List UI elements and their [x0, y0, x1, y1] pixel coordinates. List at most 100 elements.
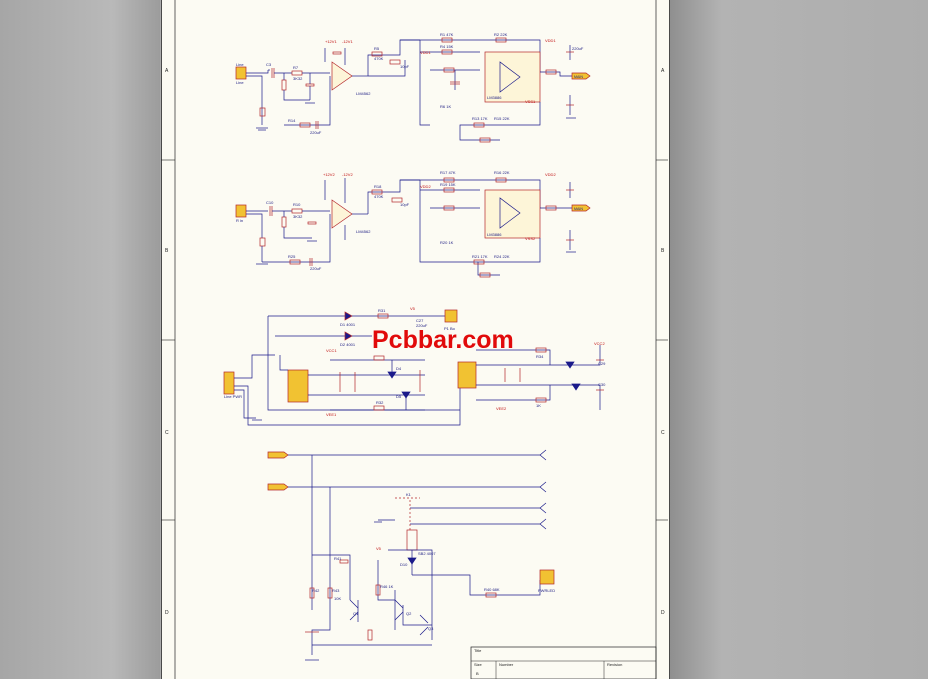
control-relay-circuit[interactable] [267, 449, 555, 661]
zone-left-d: D [165, 610, 169, 616]
psu-c27-val: 220uF [416, 323, 428, 328]
psu-r34: R34 [536, 354, 544, 359]
net-label-v5-ctl: V5 [376, 546, 382, 551]
part-ch1-cap-val: 220uF [572, 46, 584, 51]
watermark: Pcbbar.com [372, 326, 514, 354]
ctl-sb2: SB2 4007 [418, 551, 436, 556]
schematic-labels: Line Line R in Line PWR P1 Bo PWRLED MAI… [224, 32, 606, 631]
title-block-revision: Revision [607, 662, 622, 667]
part2-r21: R21 17K [472, 254, 488, 259]
ic-label-u4: LM3886 [487, 232, 502, 237]
zone-right-c: C [661, 430, 665, 436]
net-label-vdd1-top: VDD1 [545, 38, 556, 43]
port-label-p4: P1 Bo [444, 326, 456, 331]
ic-label-q3: Q3 [428, 626, 434, 631]
channel-1-circuit[interactable] [235, 37, 591, 143]
zone-left-b: B [165, 248, 169, 254]
zone-right-d: D [661, 610, 665, 616]
part-r5-val: 470K [374, 56, 384, 61]
part2-r10: R10 [293, 202, 301, 207]
port-label-out2: MAIN [574, 207, 583, 211]
ctl-r46: R46 1K [380, 584, 394, 589]
psu-c27: C27 [416, 318, 424, 323]
window-background-right [670, 0, 928, 679]
port-label-p5: PWRLED [538, 588, 555, 593]
net-label-vss1: VSS1 [525, 99, 536, 104]
part2-r20: R20 1K [440, 240, 454, 245]
part2-c22-val: 220uF [310, 266, 322, 271]
psu-r31: R31 [378, 308, 386, 313]
ctl-r40: R40 68K [484, 587, 500, 592]
ctl-r42: R42 [312, 588, 320, 593]
title-block-title: Title [474, 648, 482, 653]
net-label-m12v1: -12V1 [342, 39, 353, 44]
part2-r25: R25 [288, 254, 296, 259]
title-block-size-value: B [476, 671, 479, 676]
net-label-p12v1: +12V1 [325, 39, 337, 44]
part-r15: R15 22K [494, 116, 510, 121]
part2-r10-val: 3K32 [293, 214, 303, 219]
ic-label-u3: LM3886 [487, 95, 502, 100]
ic-label-q2: Q2 [406, 611, 412, 616]
title-block-size: Size [474, 662, 483, 667]
part-r13: R13 17K [472, 116, 488, 121]
net-label-vee1: VEE1 [326, 412, 337, 417]
part2-r19: R19 15K [440, 182, 456, 187]
zone-left-c: C [165, 430, 169, 436]
port-label-p1-line: Line [236, 80, 244, 85]
net-label-vcc2: VCC2 [594, 341, 605, 346]
psu-d2: D2 4001 [340, 342, 356, 347]
part2-r18: R18 [374, 184, 382, 189]
net-label-vss2: VSS2 [525, 236, 536, 241]
ic-label-u1: LM4562 [356, 91, 371, 96]
ic-label-q1: Q1 [353, 611, 359, 616]
net-label-v5: V5 [410, 306, 416, 311]
part2-r24: R24 22K [494, 254, 510, 259]
part2-r17: R17 47K [440, 170, 456, 175]
part-r1: R1 47K [440, 32, 454, 37]
power-supply-circuit[interactable] [223, 309, 604, 426]
part-r7: R7 [293, 65, 299, 70]
net-label-vee2: VEE2 [496, 406, 507, 411]
net-label-vdd2-top: VDD2 [545, 172, 556, 177]
psu-d4: D4 [396, 366, 402, 371]
port-label-out1: MAIN [574, 75, 583, 79]
net-label-vdd2: VDD2 [420, 184, 431, 189]
channel-2-circuit[interactable] [235, 177, 591, 278]
ic-label-u2: LM4562 [356, 229, 371, 234]
part-c5: 10pF [400, 64, 410, 69]
part-r7-val: 3K32 [293, 76, 303, 81]
port-label-p3: Line PWR [224, 394, 242, 399]
psu-d1: D1 4001 [340, 322, 356, 327]
net-label-vcc1: VCC1 [326, 348, 337, 353]
part2-r16: R16 22K [494, 170, 510, 175]
net-label-m12v2: -12V2 [342, 172, 353, 177]
psu-1k: 1K [536, 403, 541, 408]
net-label-p12v2: +12V2 [323, 172, 335, 177]
psu-r32: R32 [376, 400, 384, 405]
net-label-vdd1: VDD1 [420, 50, 431, 55]
title-block-number: Number [499, 662, 514, 667]
ctl-10k: 10K [334, 596, 341, 601]
part-c10-val: 220uF [310, 130, 322, 135]
part-r14: R14 [288, 118, 296, 123]
window-background-left [0, 0, 160, 679]
port-label-p2: R in [236, 218, 243, 223]
part-c3: C3 [266, 62, 272, 67]
part-r2: R2 22K [494, 32, 508, 37]
psu-c30: C30 [598, 382, 606, 387]
part-r5: R5 [374, 46, 380, 51]
part2-c10: C10 [266, 200, 274, 205]
psu-c29: C29 [598, 361, 606, 366]
ctl-r43: R43 [332, 588, 340, 593]
zone-right-b: B [661, 248, 665, 254]
part2-c15: 10pF [400, 202, 410, 207]
psu-d5: D5 [396, 394, 402, 399]
part-r6: R6 1K [440, 104, 451, 109]
title-block: Title Size B Number Revision [470, 646, 657, 679]
ctl-d10: D10 [400, 562, 408, 567]
schematic-sheet[interactable] [161, 0, 670, 679]
zone-right-a: A [661, 68, 665, 74]
part-r4: R4 15K [440, 44, 454, 49]
